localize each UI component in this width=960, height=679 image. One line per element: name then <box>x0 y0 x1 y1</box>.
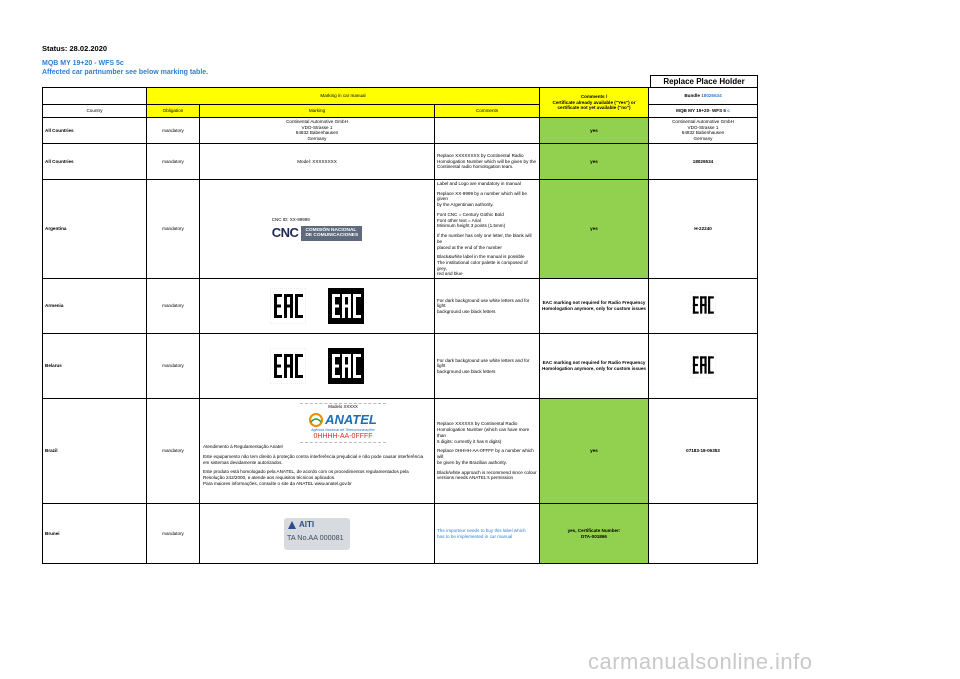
cnc-plate: COMISIÓN NACIONAL DE COMUNICACIONES <box>301 225 363 241</box>
obligation-header: Obligation <box>146 104 200 118</box>
marking-cell: Model: XXXXXXXX <box>199 142 435 180</box>
marking-cell: Modelo XXXXX ANATEL Agência Nacional de … <box>199 398 435 505</box>
country-header: Country <box>42 104 147 118</box>
anatel-logo-text: ANATEL <box>325 411 377 427</box>
marking-header: Marking <box>199 104 435 118</box>
eac-logo-black-icon <box>327 348 364 385</box>
aiti-logo-text: AITI <box>299 519 315 529</box>
table-row: Belarus mandatory For dark background us… <box>42 333 758 400</box>
part-cell: H-22240 <box>648 178 758 280</box>
affected-line: Affected car partnumber see below markin… <box>42 69 209 76</box>
comments-cell: Replace XXXXXX by Continental Radio Homo… <box>434 398 540 505</box>
obligation-cell: mandatory <box>146 398 200 505</box>
obligation-cell: mandatory <box>146 178 200 280</box>
anatel-text-block: Atendimento à Regulamentação Anatel Este… <box>203 444 424 486</box>
header-row-1: Marking in car manual Comments / Certifi… <box>42 87 758 118</box>
marking-cell <box>199 333 435 400</box>
country-cell: All Countries <box>42 117 147 144</box>
country-cell: Brunei <box>42 503 147 565</box>
part-cell <box>648 278 758 335</box>
cnc-id-text: CNC ID: XX-99999 <box>271 216 310 222</box>
certificate-cell: yes, Certificate Number: DTA-001866 <box>539 503 649 565</box>
table-row: Brazil mandatory Modelo XXXXX ANATEL Agê… <box>42 398 758 505</box>
comments-cell: For dark background use white letters an… <box>434 278 540 335</box>
part-cell: Continental Automotive GmbH VDO-Strasse … <box>648 117 758 144</box>
part-cell <box>648 503 758 565</box>
anatel-subtitle: Agência Nacional de Telecomunicações <box>311 427 375 432</box>
table-row: Argentina mandatory CNC ID: XX-99999 CNC… <box>42 178 758 280</box>
anatel-number: 0HHHH-AA-0FFFF <box>313 433 373 441</box>
model-header: MQB MY 19+20- WFS 5 c <box>648 104 758 118</box>
aiti-number: TA No.AA 000081 <box>287 532 344 542</box>
cnc-logo: CNC COMISIÓN NACIONAL DE COMUNICACIONES <box>271 225 363 241</box>
obligation-cell: mandatory <box>146 503 200 565</box>
table-row: Armenia mandatory For dark background us… <box>42 278 758 335</box>
country-cell: Brazil <box>42 398 147 505</box>
obligation-cell: mandatory <box>146 278 200 335</box>
comments-certificate-header: Comments / Certificate already available… <box>539 87 649 118</box>
watermark: carmanualsonline.info <box>588 649 813 674</box>
header-row-2: Country Obligation Marking Comments MQB … <box>42 104 758 118</box>
eac-logo-icon <box>689 352 717 379</box>
country-cell: All Countries <box>42 142 147 180</box>
model-line: MQB MY 19+20 - WFS 5c <box>42 60 124 67</box>
obligation-cell: mandatory <box>146 117 200 144</box>
anatel-model-text: Modelo XXXXX <box>328 404 358 410</box>
obligation-cell: mandatory <box>146 333 200 400</box>
country-cell: Argentina <box>42 178 147 280</box>
comments-cell: For dark background use white letters an… <box>434 333 540 400</box>
part-cell <box>648 333 758 400</box>
country-cell: Belarus <box>42 333 147 400</box>
marking-cell: AITI TA No.AA 000081 <box>199 503 435 565</box>
table-row: Brunei mandatory AITI TA No.AA 000081 Th… <box>42 503 758 565</box>
certificate-cell: EAC marking not required for Radio Frequ… <box>539 278 649 335</box>
eac-logo-black-icon <box>327 288 364 325</box>
table-row: All Countries mandatory Continental Auto… <box>42 117 758 144</box>
eac-logo-white-icon <box>270 288 307 325</box>
bundle-header: Bundle 18026534 <box>648 87 758 105</box>
marking-cell: Continental Automotive GmbH VDO-Strasse … <box>199 117 435 144</box>
certificate-cell: yes <box>539 398 649 505</box>
marking-in-car-manual-header: Marking in car manual <box>146 87 540 105</box>
comments-cell <box>434 117 540 144</box>
country-cell: Armenia <box>42 278 147 335</box>
comments-cell: Label and Logo are mandatory in manual R… <box>434 178 540 280</box>
anatel-emblem-icon <box>309 412 324 427</box>
obligation-cell: mandatory <box>146 142 200 180</box>
anatel-label: Modelo XXXXX ANATEL Agência Nacional de … <box>300 403 386 444</box>
certificate-cell: yes <box>539 178 649 280</box>
certificate-cell: yes <box>539 142 649 180</box>
comments-cell: Replace XXXXXXXX by Continental Radio Ho… <box>434 142 540 180</box>
cnc-label: CNC ID: XX-99999 CNC COMISIÓN NACIONAL D… <box>271 216 363 242</box>
part-cell: 18026534 <box>648 142 758 180</box>
table-row: All Countries mandatory Model: XXXXXXXX … <box>42 142 758 180</box>
aiti-label: AITI TA No.AA 000081 <box>284 517 350 550</box>
marking-cell <box>199 278 435 335</box>
comments-header: Comments <box>434 104 540 118</box>
comments-cell: The importeur needs to buy this label wh… <box>434 503 540 565</box>
marking-cell: CNC ID: XX-99999 CNC COMISIÓN NACIONAL D… <box>199 178 435 280</box>
status-line: Status: 28.02.2020 <box>42 44 108 53</box>
eac-logo-icon <box>689 292 717 319</box>
certificate-cell: yes <box>539 117 649 144</box>
eac-logo-white-icon <box>270 348 307 385</box>
certificate-cell: EAC marking not required for Radio Frequ… <box>539 333 649 400</box>
aiti-emblem-icon <box>288 520 296 529</box>
part-cell: 07183-18-06353 <box>648 398 758 505</box>
marking-table: Marking in car manual Comments / Certifi… <box>42 87 758 565</box>
cnc-logo-text: CNC <box>271 225 299 241</box>
